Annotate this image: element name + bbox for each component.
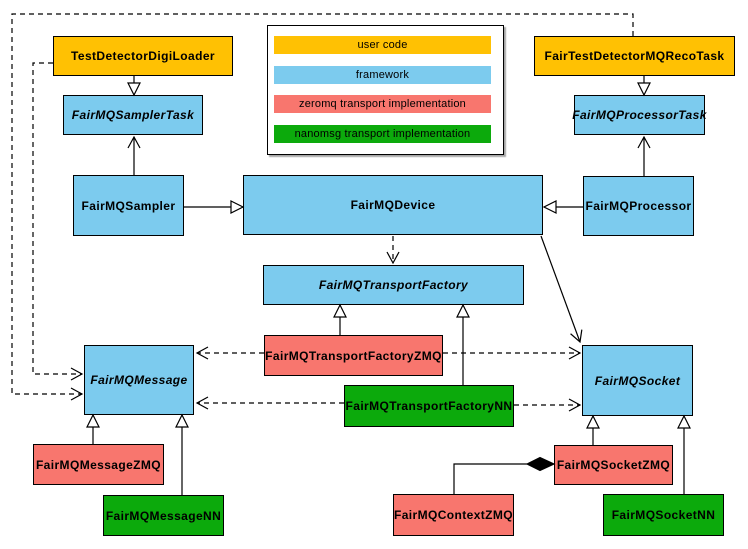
edge-device-to-socket [540,235,583,344]
node-fairmq-context-zmq: FairMQContextZMQ [393,494,514,536]
node-fairmq-sampler: FairMQSampler [73,175,184,236]
node-fairmq-processor: FairMQProcessor [583,176,694,236]
node-fairmq-sampler-task: FairMQSamplerTask [63,95,203,135]
node-fairmq-transport-factory-nn: FairMQTransportFactoryNN [344,385,514,427]
node-test-detector-digi-loader: TestDetectorDigiLoader [53,36,233,76]
node-fairmq-message-nn: FairMQMessageNN [103,495,224,536]
composition-diamond-icon [525,456,556,472]
node-fairmq-transport-factory: FairMQTransportFactory [263,265,524,305]
legend-item-user-code: user code [274,36,491,54]
node-fairmq-message-zmq: FairMQMessageZMQ [33,444,164,485]
legend-item-nanomsg: nanomsg transport implementation [274,125,491,143]
node-fairmq-processor-task: FairMQProcessorTask [572,95,706,135]
node-fairmq-socket-zmq: FairMQSocketZMQ [554,445,673,485]
node-fairmq-socket-nn: FairMQSocketNN [603,494,724,536]
node-fairmq-socket: FairMQSocket [582,345,693,416]
node-fairmq-device: FairMQDevice [243,175,543,235]
legend-item-zeromq: zeromq transport implementation [274,95,491,113]
edge-contextzmq-composition-socketzmq [453,463,527,494]
node-fairmq-message: FairMQMessage [84,345,194,415]
legend-item-framework: framework [274,66,491,84]
node-fairmq-transport-factory-zmq: FairMQTransportFactoryZMQ [264,335,443,376]
node-fair-test-detector-mq-reco-task: FairTestDetectorMQRecoTask [534,36,735,76]
